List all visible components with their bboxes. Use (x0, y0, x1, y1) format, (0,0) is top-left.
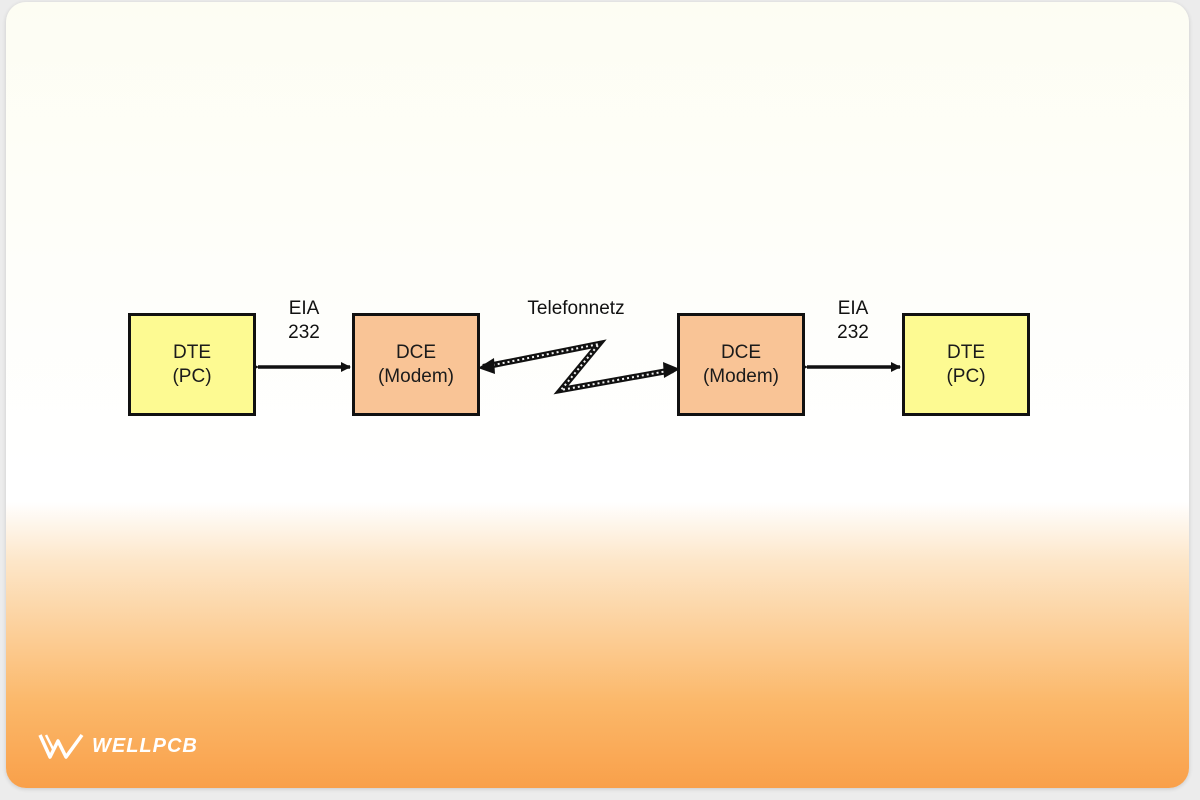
dte-left-title: DTE (173, 341, 211, 363)
telefonnetz-label: Telefonnetz (527, 298, 625, 319)
dce-left-subtitle: (Modem) (377, 365, 454, 387)
wellpcb-logo-text: WELLPCB (92, 734, 198, 757)
eia-right-line2: 232 (837, 322, 869, 343)
eia-left-label: EIA 232 (274, 297, 334, 345)
dte-left-box: DTE (PC) (128, 313, 256, 416)
telefonnetz-link (478, 339, 680, 395)
wellpcb-watermark: WELLPCB (38, 730, 198, 762)
dce-right-box: DCE (Modem) (677, 313, 805, 416)
eia-right-line1: EIA (837, 298, 869, 319)
eia-right-label: EIA 232 (823, 297, 883, 345)
dte-right-title: DTE (947, 341, 985, 363)
dce-right-title: DCE (720, 341, 762, 363)
dte-left-subtitle: (PC) (172, 365, 212, 387)
dce-left-box: DCE (Modem) (352, 313, 480, 416)
diagram-card: DTE (PC) DCE (Modem) DCE (Modem) DTE (PC… (6, 2, 1189, 788)
dte-right-box: DTE (PC) (902, 313, 1030, 416)
eia-left-line1: EIA (288, 298, 320, 319)
wellpcb-logo-icon (38, 733, 84, 759)
dce-left-title: DCE (395, 341, 437, 363)
dce-right-subtitle: (Modem) (702, 365, 779, 387)
connector-layer (249, 339, 901, 395)
eia-left-line2: 232 (288, 322, 320, 343)
dte-right-subtitle: (PC) (946, 365, 986, 387)
